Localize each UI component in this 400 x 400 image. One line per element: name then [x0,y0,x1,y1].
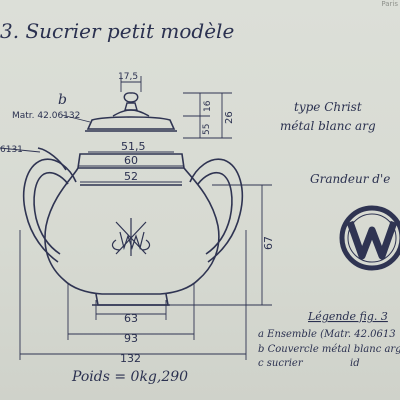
legend-line-c: c sucrier [258,358,304,369]
lid-knob [112,92,150,117]
note-type: type Christ [294,100,362,114]
note-metal: métal blanc arg [280,119,376,133]
left-handle [22,147,77,263]
dimension-lines [0,76,272,360]
dim-w63: 63 [124,312,138,325]
weight-text: Poids = 0kg,290 [71,369,188,385]
lid [85,116,177,132]
dim-h26: 26 [224,111,235,124]
bowl-body [44,153,220,306]
right-handle [189,158,244,263]
dim-h67: 67 [262,236,275,250]
dim-w93: 93 [124,332,138,345]
dim-w132: 132 [120,352,141,365]
corner-mark: Paris [381,0,398,8]
legend-block: Légende fig. 3 a Ensemble (Matr. 42.0613… [258,310,400,369]
label-c-matr: 6131 [0,145,23,155]
legend-title: Légende fig. 3 [307,310,388,323]
dim-w51: 51,5 [121,140,146,153]
label-b: b [58,92,67,108]
monogram-emblem [111,218,151,256]
dim-h55: 55 [202,124,212,135]
drawing-title: 3. Sucrier petit modèle [0,19,234,43]
legend-line-b: b Couvercle métal blanc arge [258,344,400,355]
legend-line-c-id: id [350,358,360,369]
note-size: Grandeur d'e [310,172,390,186]
label-b-matr: Matr. 42.06132 [12,111,80,121]
dim-knob-width: 17,5 [118,72,138,82]
dimension-texts: 17,5 16 55 26 51,5 60 52 67 63 93 132 [118,72,275,365]
maker-logo [339,205,400,271]
legend-line-a: a Ensemble (Matr. 42.0613 [258,329,396,340]
dim-w52: 52 [124,170,138,183]
dim-w60: 60 [124,154,138,167]
dim-h16: 16 [203,100,213,112]
